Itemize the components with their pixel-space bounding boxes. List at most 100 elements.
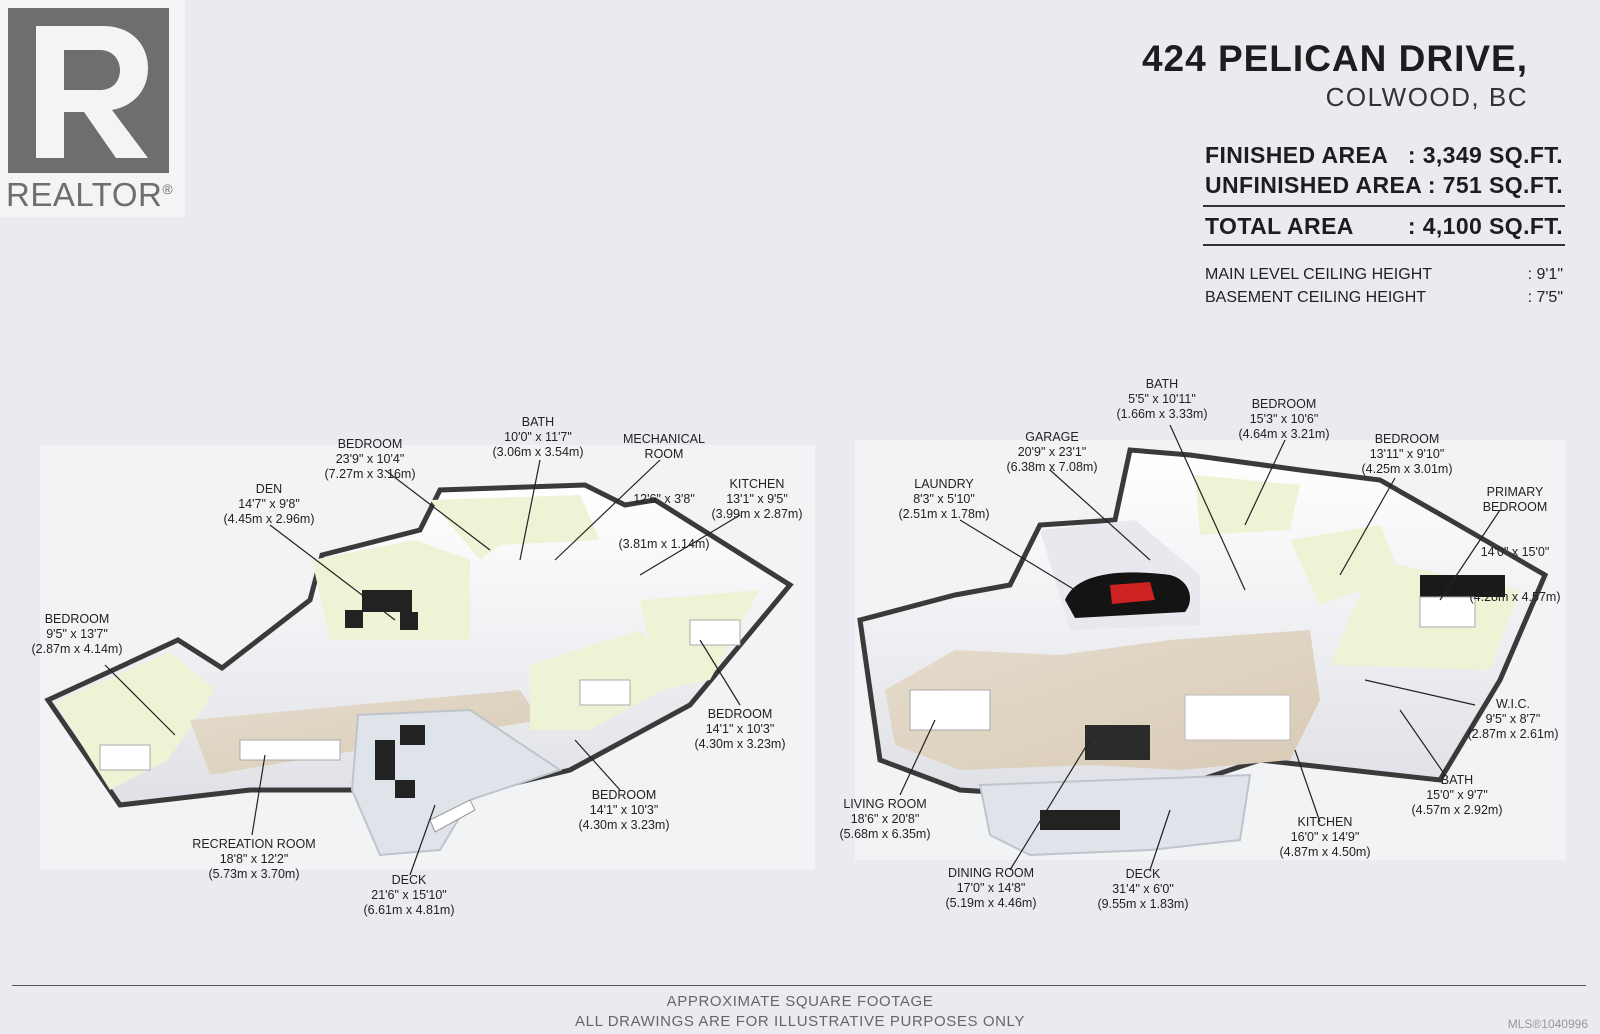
primary-headboard <box>1420 575 1505 597</box>
area-divider-bottom <box>1203 244 1565 246</box>
basement-deck-label: DECK 21'6" x 15'10" (6.61m x 4.81m) <box>363 873 454 918</box>
room-metric: (5.68m x 6.35m) <box>839 827 931 841</box>
room-metric: (3.06m x 3.54m) <box>492 445 584 459</box>
living-sofa <box>909 689 991 731</box>
room-metric: (4.87m x 4.50m) <box>1279 845 1371 859</box>
room-name: DECK <box>1125 867 1161 881</box>
realtor-logo: REALTOR® <box>0 0 185 217</box>
room-dims: 14'7" x 9'8" <box>238 497 300 511</box>
bedroom-bed <box>689 619 741 646</box>
room-name: LIVING ROOM <box>843 797 927 811</box>
room-metric: (5.73m x 3.70m) <box>208 867 300 881</box>
primary-bed <box>1419 596 1476 628</box>
room-name: DECK <box>391 873 427 887</box>
room-name: PRIMARY BEDROOM <box>1482 485 1548 514</box>
room-dims: 18'8" x 12'2" <box>219 852 289 866</box>
deck-chair <box>400 725 425 745</box>
basement-bedroom-2-label: BEDROOM 23'9" x 10'4" (7.27m x 3.16m) <box>324 437 415 482</box>
room-metric: (6.38m x 7.08m) <box>1006 460 1098 474</box>
room-metric: (4.30m x 3.23m) <box>694 737 786 751</box>
room-metric: (5.19m x 4.46m) <box>945 896 1037 910</box>
dining-room-label: DINING ROOM 17'0" x 14'8" (5.19m x 4.46m… <box>945 866 1036 911</box>
primary-bath-label: BATH 15'0" x 9'7" (4.57m x 2.92m) <box>1411 773 1502 818</box>
laundry-label: LAUNDRY 8'3" x 5'10" (2.51m x 1.78m) <box>898 477 989 522</box>
room-metric: (4.64m x 3.21m) <box>1238 427 1330 441</box>
kitchen-island <box>1184 694 1291 741</box>
room-dims: 17'0" x 14'8" <box>956 881 1026 895</box>
room-dims: 12'6" x 3'8" <box>633 492 695 506</box>
room-dims: 18'6" x 20'8" <box>850 812 920 826</box>
den-chair <box>400 612 418 630</box>
basement-plan <box>40 445 815 876</box>
room-metric: (2.87m x 4.14m) <box>31 642 123 656</box>
room-metric: (3.81m x 1.14m) <box>618 537 710 551</box>
basement-leader-lines <box>104 459 741 876</box>
room-metric: (1.66m x 3.33m) <box>1116 407 1208 421</box>
room-dims: 9'5" x 8'7" <box>1485 712 1541 726</box>
room-metric: (4.57m x 2.92m) <box>1411 803 1503 817</box>
room-name: BEDROOM <box>707 707 773 721</box>
room-name: BEDROOM <box>1374 432 1440 446</box>
room-dims: 14'1" x 10'3" <box>705 722 775 736</box>
room-dims: 16'0" x 14'9" <box>1290 830 1360 844</box>
room-dims: 13'11" x 9'10" <box>1369 447 1445 461</box>
basement-bedroom-floor <box>55 652 215 790</box>
main-bedroom-label: BEDROOM 15'3" x 10'6" (4.64m x 3.21m) <box>1238 397 1329 442</box>
basement-ceiling-label: BASEMENT CEILING HEIGHT <box>1205 289 1427 306</box>
deck-stairs <box>429 799 476 833</box>
room-dims: 5'5" x 10'11" <box>1128 392 1196 406</box>
bedroom-bed <box>579 679 631 706</box>
room-name: LAUNDRY <box>914 477 974 491</box>
room-metric: (4.45m x 2.96m) <box>223 512 315 526</box>
address-line-2: COLWOOD, BC <box>1325 82 1528 112</box>
room-name: KITCHEN <box>1297 815 1353 829</box>
room-dims: 31'4" x 6'0" <box>1112 882 1174 896</box>
footer-divider <box>12 985 1586 986</box>
room-name: KITCHEN <box>729 477 785 491</box>
basement-bedroom-label: BEDROOM 9'5" x 13'7" (2.87m x 4.14m) <box>31 612 122 657</box>
main-deck-label: DECK 31'4" x 6'0" (9.55m x 1.83m) <box>1097 867 1188 912</box>
room-name: BEDROOM <box>591 788 657 802</box>
deck-chair <box>395 780 415 798</box>
room-metric: (9.55m x 1.83m) <box>1097 897 1189 911</box>
room-dims: 13'1" x 9'5" <box>726 492 788 506</box>
room-dims: 15'3" x 10'6" <box>1249 412 1319 426</box>
main-bedroom-2-label: BEDROOM 13'11" x 9'10" (4.25m x 3.01m) <box>1361 432 1452 477</box>
deck-furniture <box>1040 810 1120 830</box>
mls-number: MLS®1040996 <box>1507 1017 1588 1031</box>
finished-area-value: : 3,349 SQ.FT. <box>1407 142 1563 168</box>
main-ceiling-value: : 9'1" <box>1527 266 1563 283</box>
realtor-r-mark <box>8 8 169 173</box>
room-dims: 14'0" x 15'0" <box>1480 545 1550 559</box>
room-metric: (4.30m x 3.23m) <box>578 818 670 832</box>
primary-bedroom-label: PRIMARY BEDROOM 14'0" x 15'0" (4.28m x 4… <box>1469 455 1560 620</box>
room-metric: (2.51m x 1.78m) <box>898 507 990 521</box>
room-metric: (3.99m x 2.87m) <box>711 507 803 521</box>
room-dims: 14'1" x 10'3" <box>589 803 659 817</box>
basement-bedroom-3-label: BEDROOM 14'1" x 10'3" (4.30m x 3.23m) <box>694 707 785 752</box>
dining-table <box>1085 725 1150 760</box>
car-interior <box>1110 582 1155 604</box>
finished-area-label: FINISHED AREA <box>1205 142 1389 168</box>
footer-line-1: APPROXIMATE SQUARE FOOTAGE <box>666 993 934 1010</box>
unfinished-area-label: UNFINISHED AREA <box>1205 172 1423 198</box>
basement-kitchen-label: KITCHEN 13'1" x 9'5" (3.99m x 2.87m) <box>711 477 802 522</box>
room-name: BEDROOM <box>1251 397 1317 411</box>
main-bedroom-floor <box>1195 475 1300 535</box>
room-name: BEDROOM <box>44 612 110 626</box>
rec-sofa <box>239 739 341 761</box>
room-name: RECREATION ROOM <box>192 837 316 851</box>
room-dims: 8'3" x 5'10" <box>913 492 975 506</box>
room-name: DINING ROOM <box>947 866 1035 880</box>
main-kitchen-label: KITCHEN 16'0" x 14'9" (4.87m x 4.50m) <box>1279 815 1370 860</box>
basement-bedroom-4-label: BEDROOM 14'1" x 10'3" (4.30m x 3.23m) <box>578 788 669 833</box>
room-name: GARAGE <box>1025 430 1079 444</box>
room-dims: 21'6" x 15'10" <box>371 888 447 902</box>
room-name: MECHANICAL ROOM <box>623 432 705 461</box>
room-dims: 15'0" x 9'7" <box>1426 788 1488 802</box>
realtor-wordmark: REALTOR® <box>6 176 174 213</box>
basement-deck <box>350 708 563 857</box>
basement-bedroom-2-floor <box>430 495 600 560</box>
room-dims: 9'5" x 13'7" <box>46 627 108 641</box>
